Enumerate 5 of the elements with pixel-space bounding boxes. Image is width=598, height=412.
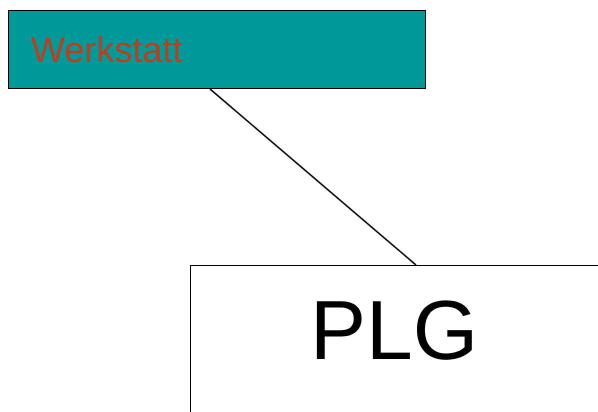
connector-line [210, 88, 416, 266]
box-title: Werkstatt [31, 32, 182, 68]
title-box [8, 10, 426, 89]
process-box [190, 265, 598, 412]
box-label: PLG [310, 288, 478, 372]
